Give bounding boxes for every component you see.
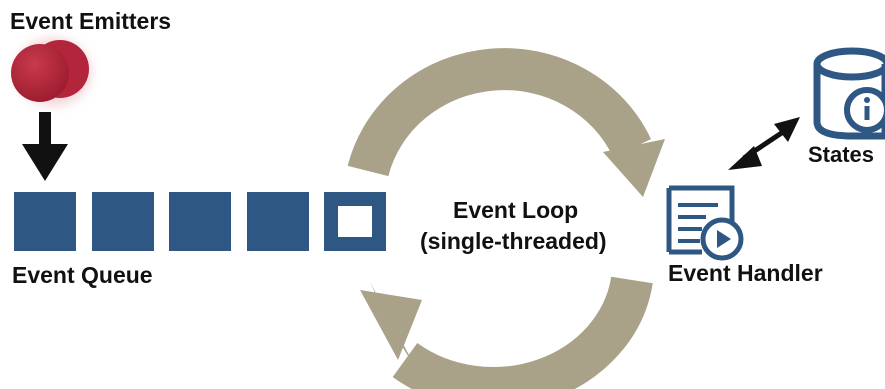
event-queue: [14, 192, 386, 251]
event-emitters-label: Event Emitters: [10, 8, 172, 34]
queue-slot: [247, 192, 309, 251]
loop-arrow-top: [347, 48, 665, 197]
event-loop-label: Event Loop: [453, 197, 579, 223]
queue-slot: [169, 192, 231, 251]
queue-slot: [14, 192, 76, 251]
queue-slot: [92, 192, 154, 251]
event-loop-subtitle: (single-threaded): [420, 228, 607, 254]
queue-slot-empty: [324, 192, 386, 251]
states-label: States: [808, 142, 875, 167]
event-queue-label: Event Queue: [12, 262, 153, 288]
loop-arrow-bottom: [360, 276, 653, 389]
document-play-icon: [666, 185, 744, 261]
red-circles-icon: [11, 38, 91, 106]
bidirectional-arrow-icon: [728, 117, 800, 170]
database-info-icon: [813, 47, 885, 140]
event-handler-label: Event Handler: [668, 260, 823, 286]
emit-arrow-icon: [22, 112, 68, 181]
